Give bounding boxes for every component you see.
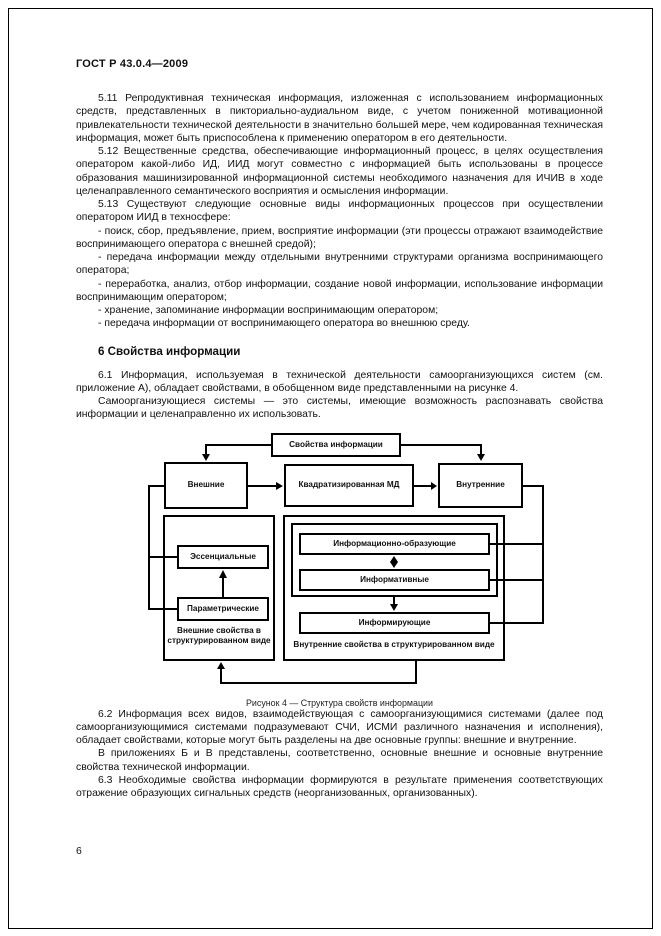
box-essential: Эссенциальные — [177, 544, 269, 569]
box-informative: Информативные — [299, 568, 490, 591]
external-properties-group-box — [163, 514, 275, 661]
box-informing: Информирующие — [299, 611, 490, 634]
paragraph-6-1a: 6.1 Информация, используемая в техническ… — [76, 369, 603, 394]
list-item-3: - переработка, анализ, отбор информации,… — [76, 278, 603, 303]
box-center-md: Квадратизированная МД — [284, 463, 414, 507]
box-properties-of-information: Свойства информации — [271, 432, 401, 457]
figure-4-diagram: Свойства информации Внешние Квадратизиро… — [76, 431, 603, 689]
page-border — [8, 8, 653, 929]
page-number: 6 — [76, 845, 82, 857]
paragraph-6-2: 6.2 Информация всех видов, взаимодейству… — [76, 708, 603, 747]
external-group-caption: Внешние свойства в структурированном вид… — [167, 625, 271, 646]
document-header: ГОСТ Р 43.0.4—2009 — [76, 58, 189, 70]
list-item-4: - хранение, запоминание информации воспр… — [98, 305, 439, 316]
paragraph-6-1b: Самоорганизующиеся системы — это системы… — [76, 396, 603, 421]
paragraph-5-13: 5.13 Существуют следующие основные виды … — [76, 199, 603, 224]
box-internal: Внутренние — [438, 462, 523, 508]
paragraph-6-3: 6.3 Необходимые свойства информации форм… — [76, 774, 603, 799]
internal-properties-group-box — [283, 514, 505, 661]
list-item-5: - передача информации от воспринимающего… — [98, 318, 470, 330]
figure-connectors — [148, 443, 544, 684]
internal-group-caption: Внутренние свойства в структурированном … — [293, 639, 495, 649]
list-item-1: - поиск, сбор, предъявление, прием, восп… — [76, 225, 603, 250]
internal-inner-group-box — [291, 522, 498, 597]
box-parametric: Параметрические — [177, 596, 269, 621]
section-heading-6: 6 Свойства информации — [98, 344, 241, 358]
paragraph-5-12: 5.12 Вещественные средства, обеспечивающ… — [76, 146, 603, 197]
paragraph-6-2b: В приложениях Б и В представлены, соотве… — [76, 748, 603, 773]
page-content: ГОСТ Р 43.0.4—2009 5.11 Репродуктивная т… — [76, 58, 603, 800]
list-item-2: - передача информации между отдельными в… — [76, 252, 603, 277]
figure-caption: Рисунок 4 — Структура свойств информации — [246, 697, 433, 708]
paragraph-5-11: 5.11 Репродуктивная техническая информац… — [76, 93, 603, 144]
box-external: Внешние — [164, 461, 248, 509]
box-information-forming: Информационно-образующие — [299, 532, 490, 555]
